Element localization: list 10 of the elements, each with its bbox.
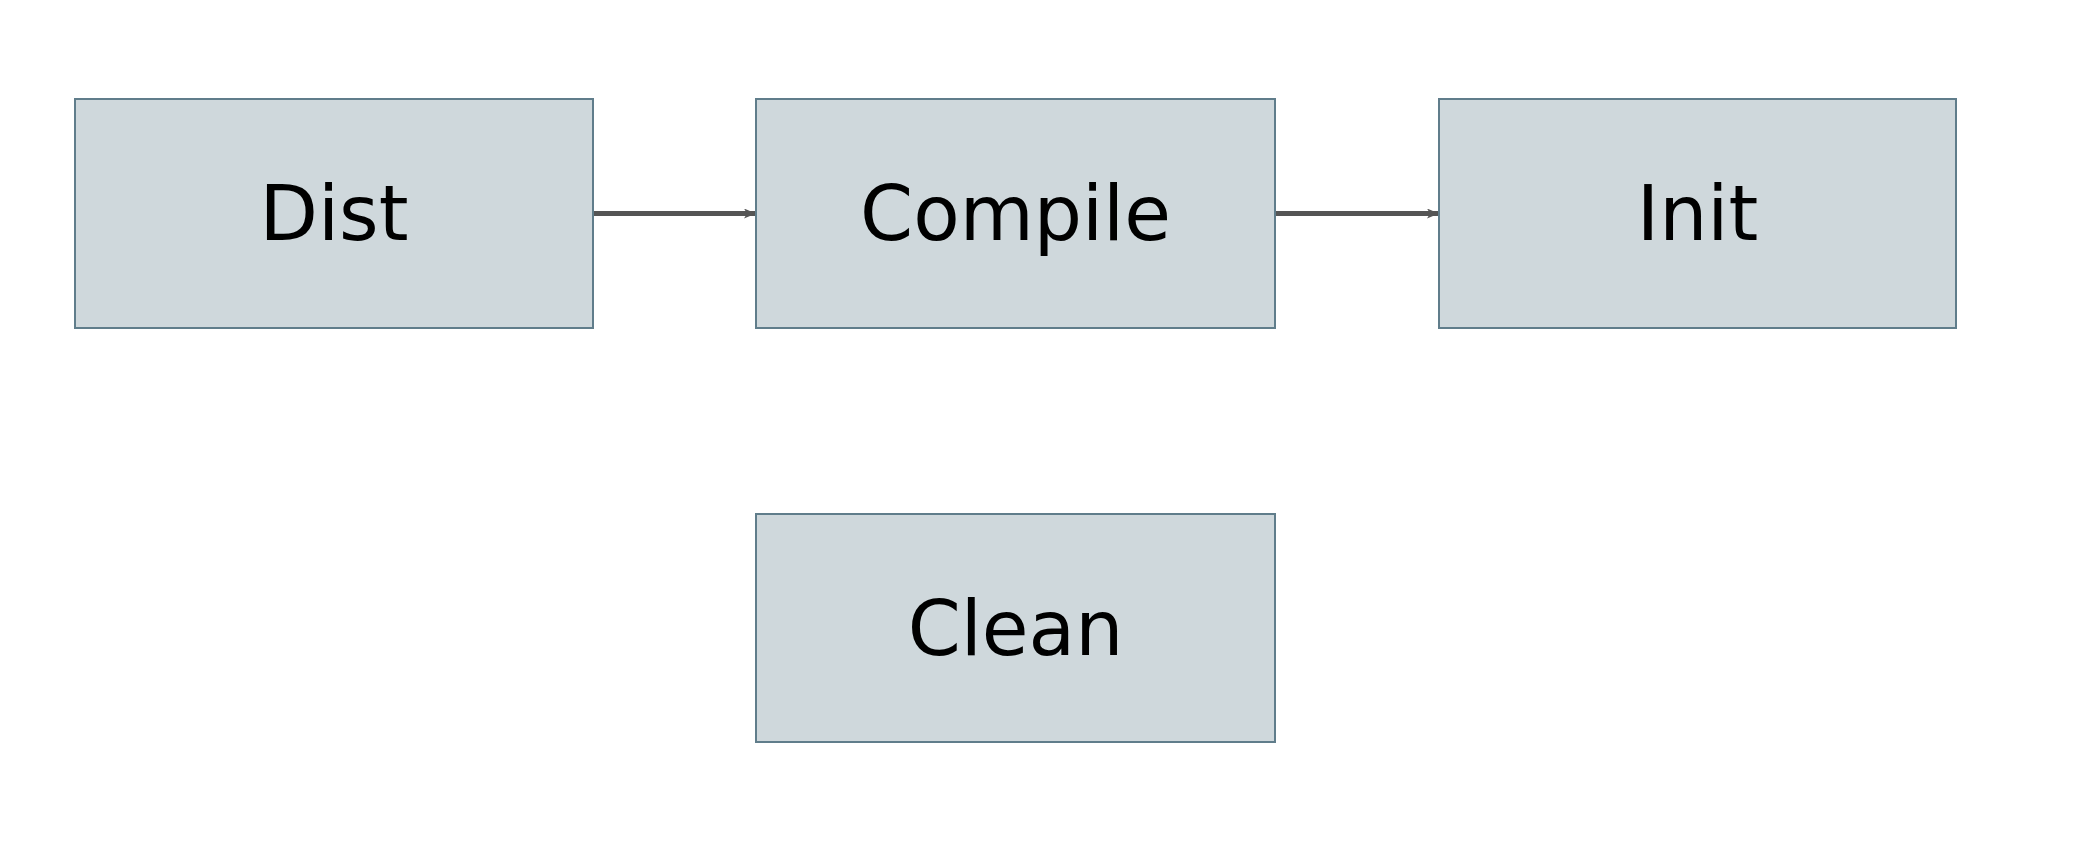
box-label: Compile — [860, 169, 1171, 258]
arrow — [594, 208, 756, 219]
process-box — [74, 98, 594, 329]
process-box — [755, 98, 1276, 329]
box-label: Clean — [907, 583, 1124, 673]
box-label: Init — [1636, 169, 1759, 258]
box-label: Dist — [259, 169, 409, 258]
arrow — [1276, 208, 1439, 219]
process-box — [1438, 98, 1957, 329]
process-box — [755, 513, 1276, 743]
